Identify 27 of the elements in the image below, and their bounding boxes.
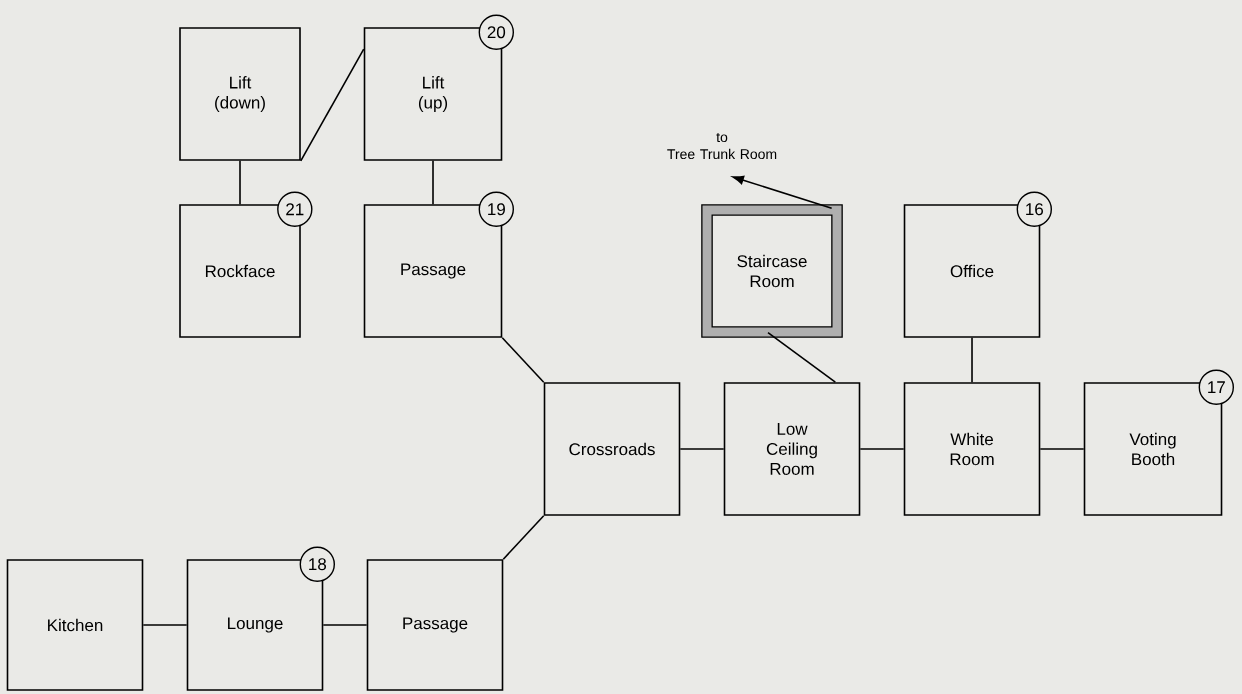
connector-line bbox=[300, 48, 365, 162]
room-box: Staircase Room bbox=[701, 204, 843, 338]
connector-line bbox=[239, 160, 241, 205]
number-badge: 21 bbox=[277, 191, 313, 227]
room-box: Lift (down) bbox=[179, 27, 301, 161]
number-badge: 20 bbox=[478, 14, 514, 50]
destination-label: to Tree Trunk Room bbox=[667, 132, 777, 160]
connector-line bbox=[501, 337, 545, 383]
connector-line bbox=[859, 448, 905, 450]
arrow bbox=[732, 175, 833, 210]
room-box: Passage bbox=[366, 559, 504, 691]
number-badge: 18 bbox=[299, 546, 335, 582]
room-box: Kitchen bbox=[6, 559, 144, 691]
connector-line bbox=[142, 624, 188, 626]
connector-line bbox=[767, 331, 837, 383]
connector-line bbox=[1039, 448, 1085, 450]
number-badge: 17 bbox=[1198, 369, 1234, 405]
connector-line bbox=[322, 624, 368, 626]
number-badge: 16 bbox=[1016, 191, 1052, 227]
connector-line bbox=[971, 337, 973, 383]
connector-line bbox=[679, 448, 725, 450]
room-box: Low Ceiling Room bbox=[723, 382, 861, 516]
connector-line bbox=[502, 515, 545, 560]
room-box: Crossroads bbox=[543, 382, 681, 516]
number-badge: 19 bbox=[478, 191, 514, 227]
room-box: White Room bbox=[903, 382, 1041, 516]
connector-line bbox=[432, 160, 434, 205]
